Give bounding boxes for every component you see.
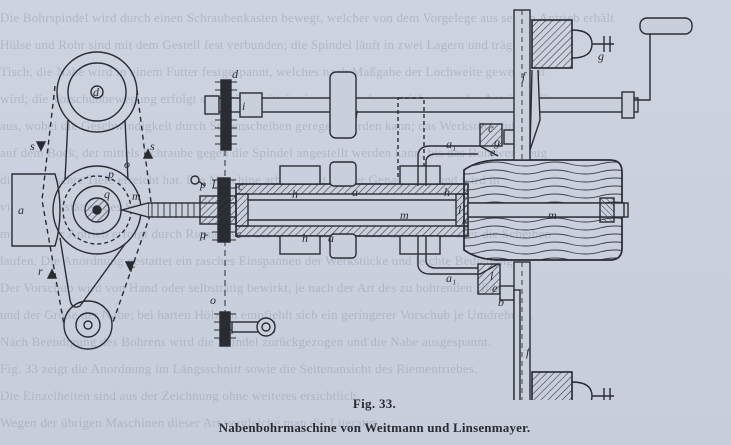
svg-text:s: s bbox=[30, 139, 35, 153]
gear-d bbox=[220, 79, 232, 151]
svg-text:m: m bbox=[548, 208, 557, 222]
drive-shaft bbox=[207, 97, 639, 113]
belt-left bbox=[41, 85, 65, 326]
svg-text:l: l bbox=[458, 203, 462, 217]
svg-text:c: c bbox=[238, 179, 244, 193]
svg-text:l: l bbox=[490, 269, 494, 283]
svg-text:d: d bbox=[232, 67, 239, 81]
svg-text:q: q bbox=[104, 187, 110, 201]
svg-text:e: e bbox=[490, 145, 496, 159]
svg-text:a: a bbox=[352, 185, 358, 199]
svg-text:p: p bbox=[199, 177, 206, 191]
side-view bbox=[11, 51, 154, 350]
top-clamp bbox=[531, 19, 573, 69]
svg-text:m: m bbox=[132, 189, 141, 203]
svg-text:r: r bbox=[130, 261, 135, 275]
svg-text:a₁: a₁ bbox=[446, 137, 456, 151]
svg-text:b: b bbox=[498, 295, 504, 309]
svg-text:r: r bbox=[203, 229, 208, 243]
side-bracket bbox=[11, 173, 61, 247]
svg-text:g: g bbox=[598, 49, 604, 63]
main-view bbox=[119, 9, 693, 400]
side-view-labels: d p q o a s s r r bbox=[18, 85, 155, 278]
svg-text:d: d bbox=[93, 85, 100, 99]
svg-text:s: s bbox=[150, 139, 155, 153]
svg-text:f: f bbox=[522, 69, 527, 83]
svg-text:f: f bbox=[526, 345, 531, 359]
svg-text:h: h bbox=[292, 187, 298, 201]
crank-handle bbox=[639, 17, 693, 35]
figure-number: Fig. 33. bbox=[352, 396, 397, 411]
svg-text:h: h bbox=[302, 231, 308, 245]
svg-text:r: r bbox=[38, 264, 43, 278]
bottom-pulley bbox=[63, 300, 113, 350]
svg-text:i: i bbox=[355, 107, 358, 121]
svg-text:o: o bbox=[210, 293, 216, 307]
svg-text:a₁: a₁ bbox=[446, 271, 456, 285]
svg-text:r: r bbox=[228, 327, 233, 341]
svg-text:g: g bbox=[494, 135, 500, 149]
upper-pulley bbox=[329, 71, 357, 139]
main-view-labels: d i i c g e f p l c h a a₁ h m m p r c h… bbox=[132, 49, 604, 359]
figure-caption: Nabenbohrmaschine von Weitmann und Linse… bbox=[218, 420, 531, 435]
svg-text:e: e bbox=[492, 281, 498, 295]
svg-text:c: c bbox=[236, 227, 242, 241]
svg-text:i: i bbox=[242, 99, 245, 113]
svg-text:h: h bbox=[444, 185, 450, 199]
svg-text:o: o bbox=[124, 157, 130, 171]
svg-text:c: c bbox=[488, 121, 494, 135]
svg-text:l: l bbox=[212, 177, 216, 191]
technical-drawing: d p q o a s s r r bbox=[11, 9, 693, 400]
svg-text:p: p bbox=[107, 167, 114, 181]
svg-text:a: a bbox=[328, 231, 334, 245]
svg-text:k: k bbox=[462, 213, 468, 227]
svg-text:m: m bbox=[400, 208, 409, 222]
svg-text:a: a bbox=[18, 203, 24, 217]
svg-text:p: p bbox=[199, 227, 206, 241]
